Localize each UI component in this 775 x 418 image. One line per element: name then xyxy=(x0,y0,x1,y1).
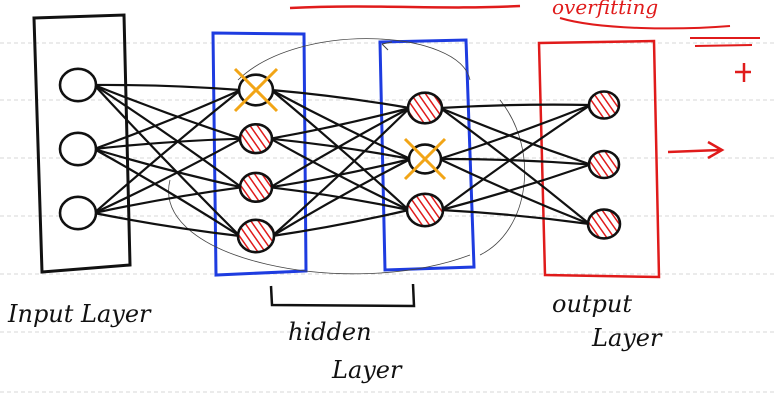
hidden-layer-label-line2: Layer xyxy=(331,356,403,384)
neuron-output-0 xyxy=(587,90,621,120)
edge-l2-n2-to-n1 xyxy=(440,163,591,212)
edge-l1-n3-to-n2 xyxy=(272,208,410,238)
input-layer-box xyxy=(32,13,132,274)
edge-l0-n2-to-n0 xyxy=(93,89,242,214)
neuron-input-2 xyxy=(58,195,98,231)
neuron-output-2 xyxy=(586,208,622,240)
neuron-output-1 xyxy=(587,149,621,180)
right-arrow-icon xyxy=(667,140,725,160)
top-note-text: overfitting xyxy=(552,0,658,19)
edge-l0-n0-to-n1 xyxy=(93,83,242,140)
connections xyxy=(93,83,592,238)
edge-l0-n1-to-n2 xyxy=(93,147,242,189)
edge-l2-n0-to-n1 xyxy=(439,106,591,166)
neuron-hidden-2-0 xyxy=(406,91,444,125)
edge-l1-n0-to-n2 xyxy=(270,89,410,211)
edge-l0-n2-to-n1 xyxy=(93,137,243,214)
top-underline-scribble xyxy=(289,4,521,10)
hidden-layer-label-line1: hidden xyxy=(288,318,372,346)
edge-l0-n1-to-n1 xyxy=(94,137,242,151)
edge-l1-n0-to-n1 xyxy=(270,89,412,161)
neuron-hidden-1-2 xyxy=(238,171,274,204)
edge-l1-n3-to-n1 xyxy=(271,158,412,237)
edge-l1-n2-to-n0 xyxy=(269,107,411,189)
edge-l0-n1-to-n3 xyxy=(93,148,241,237)
edge-l0-n0-to-n0 xyxy=(94,83,241,92)
edge-l2-n2-to-n0 xyxy=(440,104,592,211)
sketch-curve xyxy=(237,38,471,81)
edge-l2-n0-to-n0 xyxy=(440,103,591,110)
edge-l2-n1-to-n0 xyxy=(439,103,591,161)
edge-l2-n1-to-n2 xyxy=(438,158,591,226)
sketch-arrow xyxy=(381,41,393,51)
output-layer-label-line2: Layer xyxy=(591,324,663,352)
neuron-input-1 xyxy=(58,131,98,167)
sketch-curve xyxy=(168,179,471,275)
hidden-layer-bracket xyxy=(269,283,416,308)
neurons xyxy=(58,67,622,254)
dropout-cross-icon-hidden-1-0 xyxy=(233,67,279,113)
neuron-hidden-1-1 xyxy=(238,122,274,155)
edge-l1-n1-to-n0 xyxy=(270,106,410,140)
edge-l1-n3-to-n0 xyxy=(271,107,411,237)
edge-l0-n0-to-n2 xyxy=(93,84,243,189)
input-layer-label: Input Layer xyxy=(7,300,152,328)
hidden-layer-2-box xyxy=(378,38,476,272)
output-layer-label-line1: output xyxy=(552,290,632,318)
top-curve-scribble xyxy=(559,17,731,30)
edge-l1-n1-to-n1 xyxy=(270,137,411,161)
edge-l1-n0-to-n0 xyxy=(271,88,410,110)
dropout-cross-icon-hidden-2-1 xyxy=(403,137,447,181)
edge-l0-n0-to-n3 xyxy=(93,84,241,237)
edge-l2-n1-to-n1 xyxy=(439,157,591,166)
edge-l0-n1-to-n0 xyxy=(93,88,242,151)
edge-l2-n2-to-n2 xyxy=(441,208,590,226)
edge-l0-n2-to-n2 xyxy=(93,186,242,215)
top-dash-scribble xyxy=(690,37,760,47)
neuron-hidden-1-3 xyxy=(236,218,276,254)
output-layer-box xyxy=(537,39,661,279)
edge-l2-n0-to-n2 xyxy=(439,107,591,225)
neuron-input-0 xyxy=(58,67,98,103)
neuron-hidden-2-2 xyxy=(405,192,445,228)
edge-l0-n2-to-n3 xyxy=(93,211,240,238)
plus-mark-icon xyxy=(735,63,751,82)
